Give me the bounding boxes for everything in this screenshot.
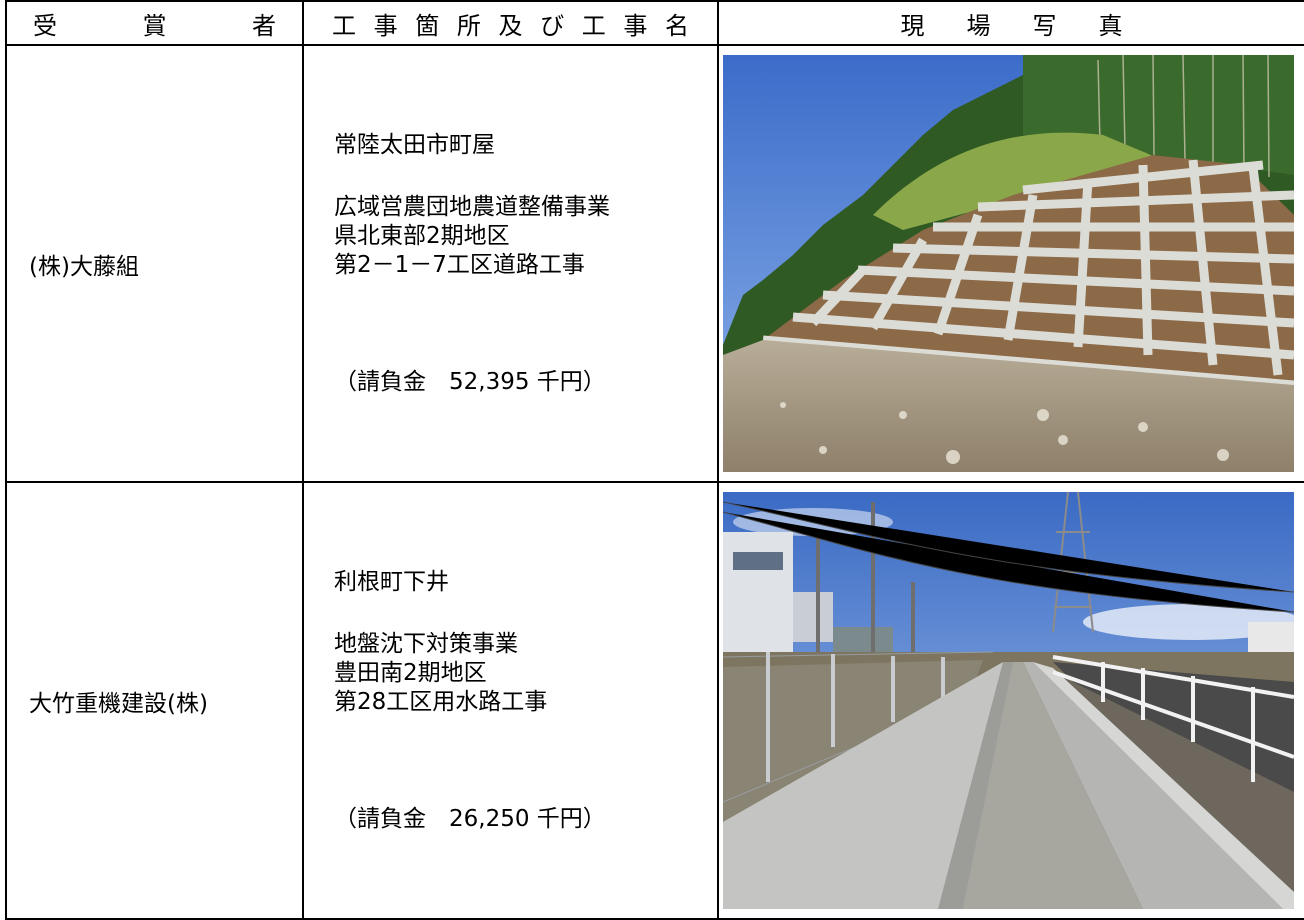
header-recipient-char: 賞 xyxy=(142,11,167,40)
table-row: 大竹重機建設(株) 利根町下井 地盤沈下対策事業 豊田南2期地区 第28工区用水… xyxy=(5,481,1304,920)
table-row: (株)大藤組 常陸太田市町屋 広域営農団地農道整備事業 県北東部2期地区 第2－… xyxy=(5,44,1304,483)
work-cell: 常陸太田市町屋 広域営農団地農道整備事業 県北東部2期地区 第2－1－7工区道路… xyxy=(302,44,719,483)
header-recipient-char: 者 xyxy=(252,11,276,40)
channel-photo-illustration xyxy=(723,492,1294,909)
recipient-cell: 大竹重機建設(株) xyxy=(5,481,304,920)
recipient-name: 大竹重機建設(株) xyxy=(29,690,208,717)
photo-cell xyxy=(717,481,1304,920)
work-cell: 利根町下井 地盤沈下対策事業 豊田南2期地区 第28工区用水路工事 （請負金 2… xyxy=(302,481,719,920)
site-photo-slope xyxy=(723,55,1294,472)
work-name-line: 第2－1－7工区道路工事 xyxy=(334,251,585,278)
header-row: 受 賞 者 工 事 箇 所 及 び 工 事 名 現 場 写 真 xyxy=(5,0,1304,46)
work-name-line: 県北東部2期地区 xyxy=(334,222,510,249)
header-recipient: 受 賞 者 xyxy=(5,0,304,46)
recipient-name: (株)大藤組 xyxy=(29,253,139,280)
header-work-char: 事 xyxy=(623,11,648,40)
header-work-char: 名 xyxy=(665,11,689,40)
header-photo-char: 真 xyxy=(1098,11,1123,40)
header-work-site-name: 工 事 箇 所 及 び 工 事 名 xyxy=(302,0,719,46)
work-location: 利根町下井 xyxy=(334,568,449,595)
work-name-line: 第28工区用水路工事 xyxy=(334,688,548,715)
header-photo-char: 写 xyxy=(1032,11,1057,40)
header-work-char: 所 xyxy=(456,11,481,40)
header-work-char: び xyxy=(540,11,565,40)
slope-photo-illustration xyxy=(723,55,1294,472)
header-recipient-char: 受 xyxy=(33,11,57,40)
work-name-line: 豊田南2期地区 xyxy=(334,659,487,686)
header-work-char: 箇 xyxy=(415,11,440,40)
header-photo-char: 場 xyxy=(966,11,991,40)
header-work-char: 工 xyxy=(332,11,356,40)
photo-cell xyxy=(717,44,1304,483)
work-name-line: 広域営農団地農道整備事業 xyxy=(334,193,610,220)
work-location: 常陸太田市町屋 xyxy=(334,131,495,158)
site-photo-channel xyxy=(723,492,1294,909)
contract-amount: （請負金 26,250 千円） xyxy=(334,805,606,832)
header-work-char: 及 xyxy=(498,11,523,40)
recipient-cell: (株)大藤組 xyxy=(5,44,304,483)
work-name-line: 地盤沈下対策事業 xyxy=(334,630,518,657)
award-table: 受 賞 者 工 事 箇 所 及 び 工 事 名 現 場 写 真 xyxy=(5,0,1304,920)
header-site-photo: 現 場 写 真 xyxy=(717,0,1304,46)
header-photo-char: 現 xyxy=(900,11,925,40)
contract-amount: （請負金 52,395 千円） xyxy=(334,368,606,395)
header-work-char: 事 xyxy=(373,11,398,40)
header-work-char: 工 xyxy=(581,11,606,40)
